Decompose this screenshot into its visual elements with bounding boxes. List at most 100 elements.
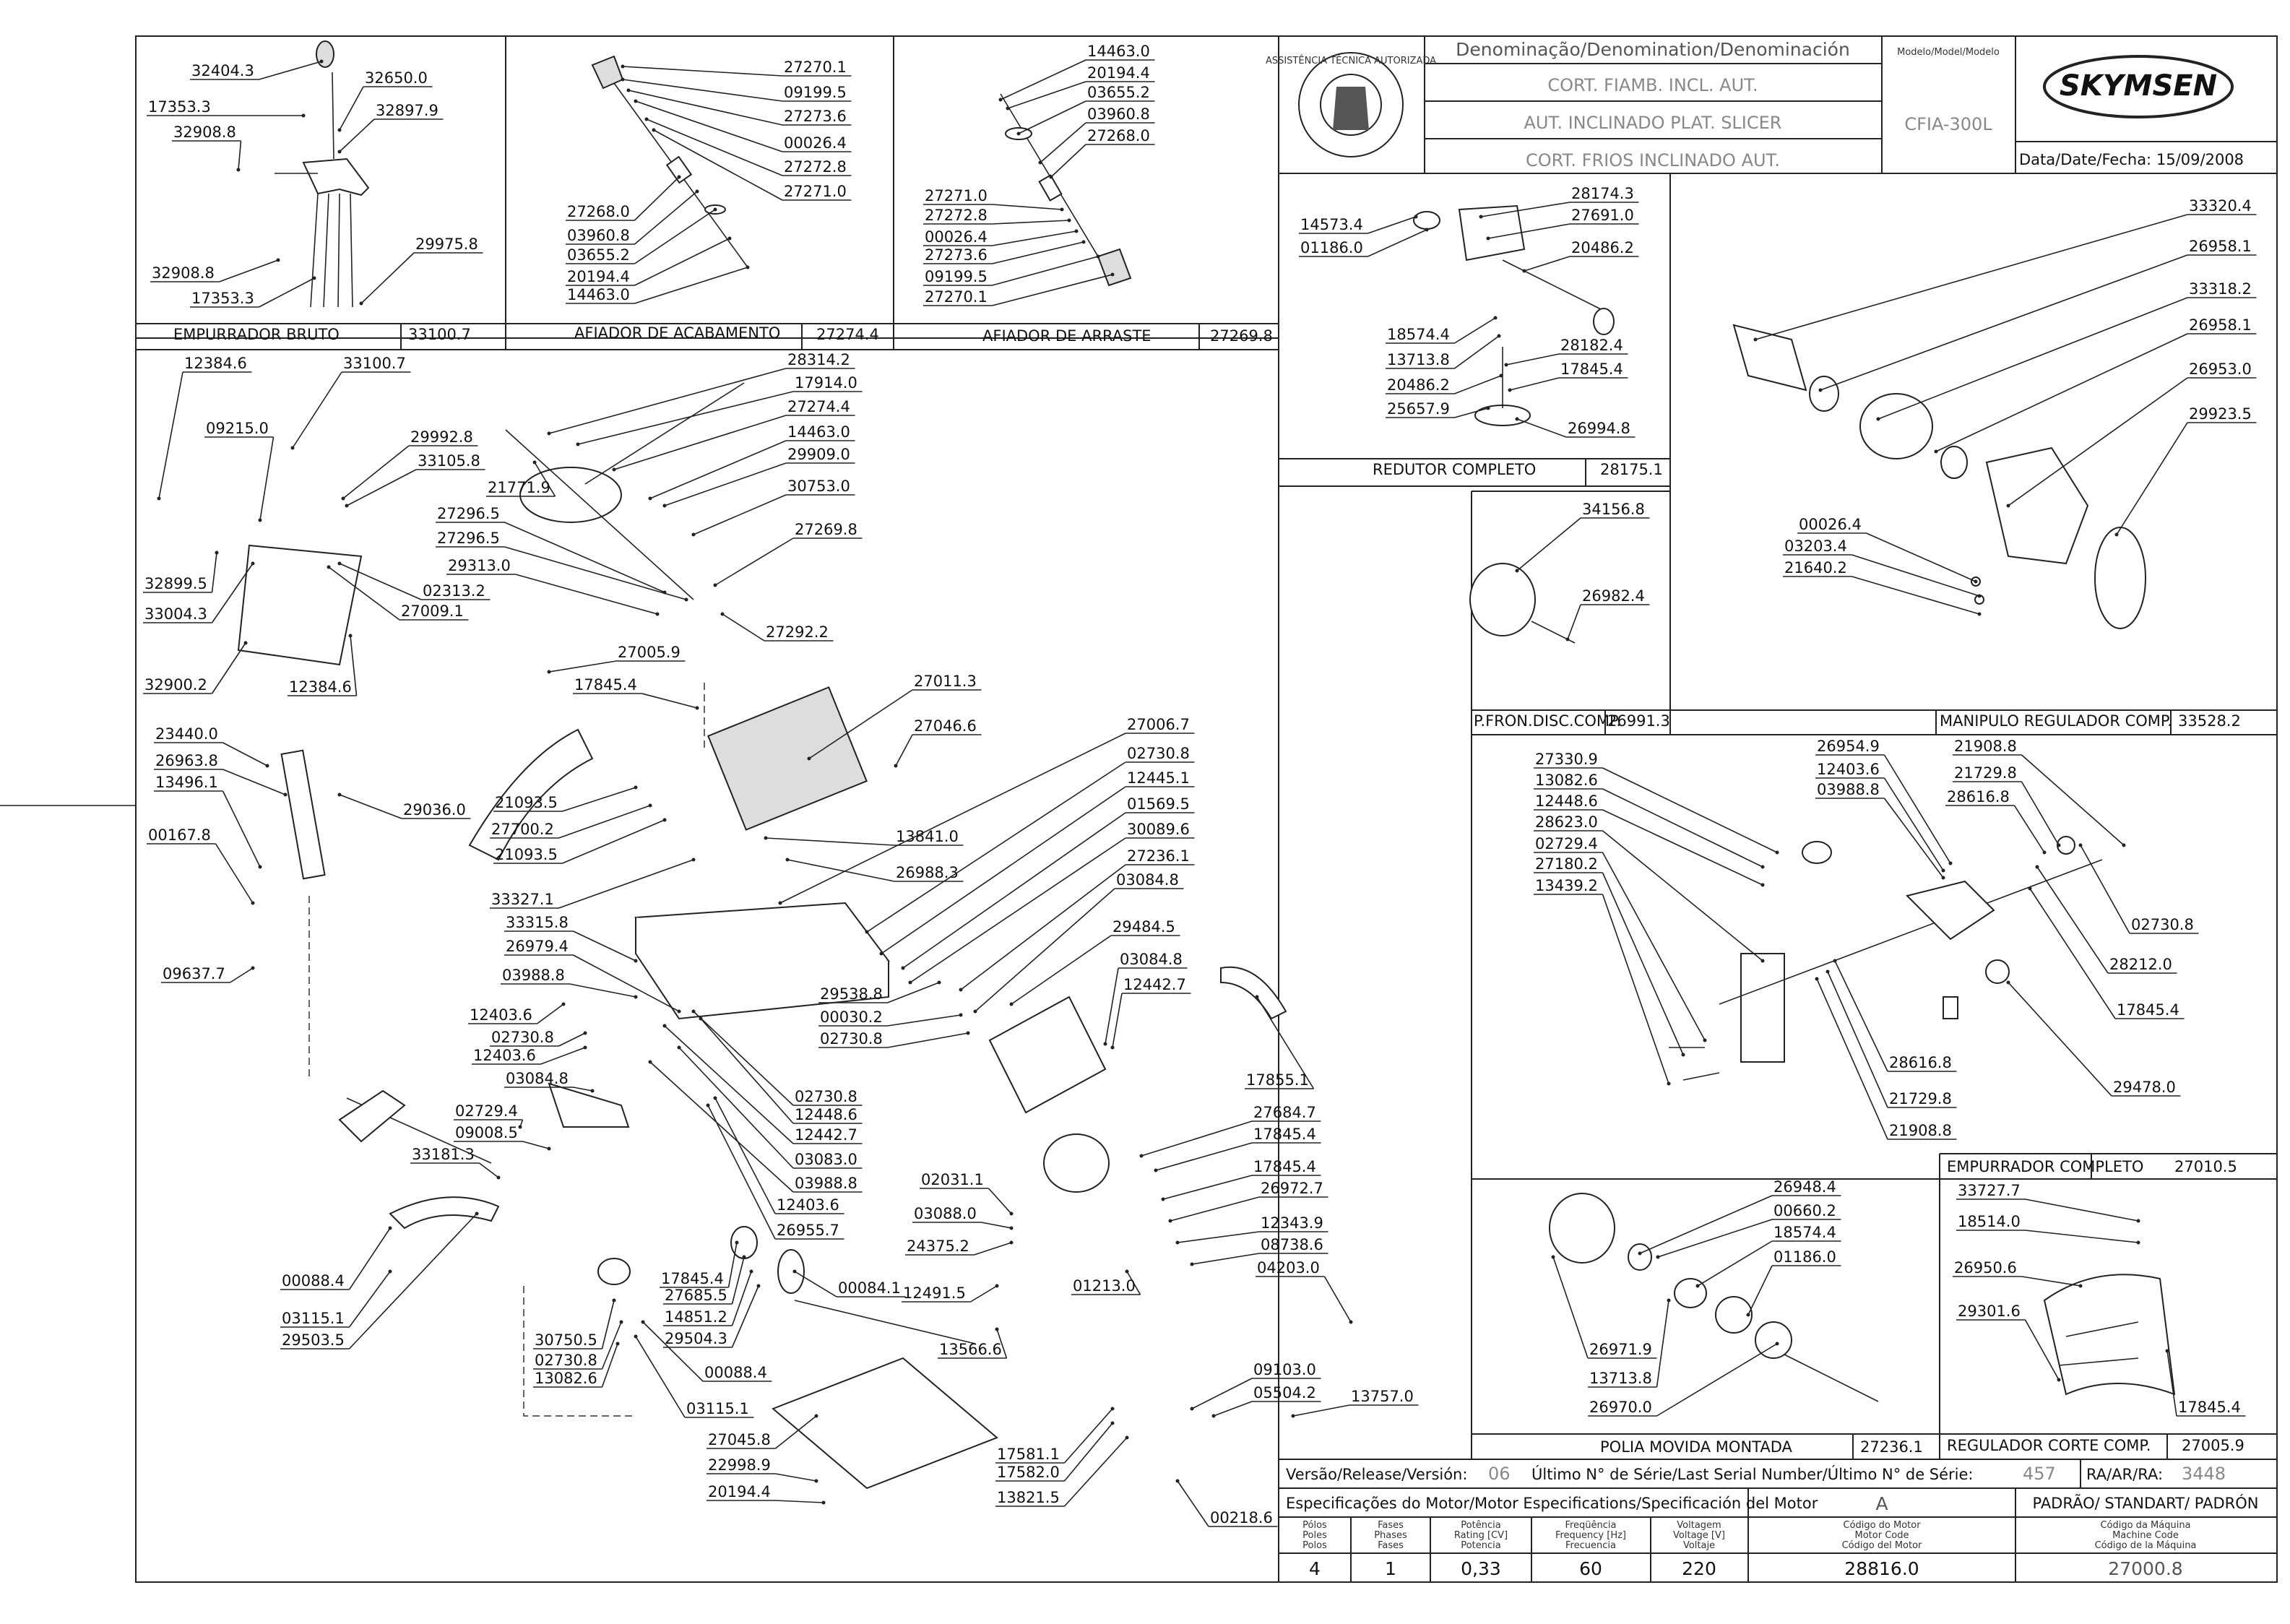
- part-callout[interactable]: 02730.8: [691, 1009, 863, 1106]
- part-callout[interactable]: 03960.8: [1038, 105, 1155, 165]
- part-callout[interactable]: 03988.8: [501, 967, 638, 999]
- part-callout[interactable]: 08738.6: [1190, 1236, 1328, 1266]
- part-callout[interactable]: 20194.4: [566, 236, 732, 286]
- part-callout[interactable]: 33318.2: [1876, 280, 2257, 421]
- part-callout[interactable]: 29503.5: [280, 1211, 479, 1349]
- part-callout[interactable]: 13713.8: [1588, 1298, 1671, 1388]
- part-callout[interactable]: 02730.8: [865, 745, 1195, 934]
- part-callout[interactable]: 30750.5: [533, 1298, 616, 1349]
- part-callout[interactable]: 29992.8: [341, 428, 478, 501]
- part-callout[interactable]: 00218.6: [1175, 1479, 1278, 1527]
- part-callout[interactable]: 27296.5: [436, 530, 688, 602]
- part-callout[interactable]: 03203.4: [1783, 537, 1982, 598]
- part-callout[interactable]: 13496.1: [154, 774, 262, 869]
- part-callout[interactable]: 14573.4: [1299, 215, 1418, 234]
- part-callout[interactable]: 22998.9: [707, 1456, 818, 1483]
- part-callout[interactable]: 02729.4: [1534, 835, 1707, 1042]
- part-callout[interactable]: 26958.1: [1818, 238, 2257, 392]
- part-callout[interactable]: 33100.7: [290, 355, 411, 450]
- part-callout[interactable]: 17914.0: [576, 374, 863, 446]
- part-callout[interactable]: 12384.6: [288, 634, 358, 696]
- part-callout[interactable]: 13082.6: [1534, 772, 1765, 869]
- part-callout[interactable]: 27005.9: [547, 644, 686, 674]
- part-callout[interactable]: 21771.9: [486, 460, 556, 497]
- part-callout[interactable]: 33727.7: [1956, 1182, 2140, 1223]
- part-callout[interactable]: 04203.0: [1256, 1259, 1353, 1324]
- part-callout[interactable]: 03083.0: [677, 1045, 863, 1169]
- part-callout[interactable]: 27273.6: [626, 88, 852, 126]
- part-callout[interactable]: 26979.4: [504, 938, 681, 1014]
- part-callout[interactable]: 27011.3: [807, 673, 982, 761]
- part-callout[interactable]: 14463.0: [648, 423, 855, 501]
- part-callout[interactable]: 09199.5: [621, 77, 852, 102]
- part-callout[interactable]: 26955.7: [706, 1103, 844, 1240]
- part-callout[interactable]: 29478.0: [2006, 980, 2181, 1097]
- part-callout[interactable]: 29909.0: [662, 446, 855, 508]
- part-callout[interactable]: 33181.3: [410, 1146, 501, 1180]
- part-callout[interactable]: 24375.2: [905, 1238, 1014, 1256]
- part-callout[interactable]: 30753.0: [691, 478, 855, 537]
- part-callout[interactable]: 13841.0: [764, 828, 964, 846]
- part-callout[interactable]: 28623.0: [1534, 813, 1765, 963]
- part-callout[interactable]: 29301.6: [1956, 1303, 2061, 1382]
- part-callout[interactable]: 03988.8: [648, 1060, 863, 1193]
- part-callout[interactable]: 29036.0: [337, 792, 471, 819]
- part-callout[interactable]: 27045.8: [707, 1414, 818, 1449]
- part-callout[interactable]: 03988.8: [1815, 781, 1945, 880]
- part-callout[interactable]: 03655.2: [566, 207, 717, 264]
- part-callout[interactable]: 09199.5: [923, 254, 1100, 286]
- part-callout[interactable]: 03115.1: [280, 1269, 392, 1328]
- part-callout[interactable]: 02730.8: [818, 1030, 970, 1048]
- part-callout[interactable]: 17845.4: [1508, 360, 1628, 392]
- part-callout[interactable]: 27296.5: [436, 505, 667, 595]
- part-callout[interactable]: 17845.4: [1161, 1158, 1321, 1201]
- part-callout[interactable]: 09008.5: [454, 1124, 551, 1151]
- part-callout[interactable]: 33004.3: [143, 561, 255, 623]
- part-callout[interactable]: 27268.0: [566, 175, 681, 221]
- part-callout[interactable]: 27685.5: [663, 1255, 746, 1305]
- part-callout[interactable]: 02031.1: [920, 1171, 1014, 1216]
- part-callout[interactable]: 12343.9: [1175, 1214, 1328, 1245]
- part-callout[interactable]: 17845.4: [573, 676, 699, 710]
- part-callout[interactable]: 29504.3: [663, 1284, 761, 1348]
- part-callout[interactable]: 13757.0: [1291, 1388, 1419, 1418]
- part-callout[interactable]: 21908.8: [1815, 977, 1957, 1140]
- part-callout[interactable]: 26994.8: [1515, 417, 1636, 438]
- part-callout[interactable]: 27009.1: [327, 565, 469, 621]
- part-callout[interactable]: 23440.0: [154, 725, 269, 768]
- part-callout[interactable]: 12403.6: [1815, 761, 1945, 873]
- part-callout[interactable]: 13439.2: [1534, 877, 1671, 1086]
- part-callout[interactable]: 14463.0: [998, 43, 1155, 102]
- part-callout[interactable]: 28616.8: [1833, 959, 1957, 1072]
- part-callout[interactable]: 14463.0: [566, 265, 750, 304]
- part-callout[interactable]: 26950.6: [1953, 1259, 2083, 1288]
- part-callout[interactable]: 25657.9: [1386, 400, 1490, 418]
- part-callout[interactable]: 26954.9: [1815, 738, 1953, 865]
- part-callout[interactable]: 26972.7: [1168, 1180, 1328, 1223]
- part-callout[interactable]: 30089.6: [908, 821, 1195, 985]
- part-callout[interactable]: 01569.5: [901, 795, 1195, 970]
- part-callout[interactable]: 13713.8: [1386, 334, 1501, 369]
- part-callout[interactable]: 17855.1: [1245, 995, 1315, 1089]
- part-callout[interactable]: 17845.4: [2028, 886, 2185, 1019]
- part-callout[interactable]: 20486.2: [1386, 373, 1503, 394]
- part-callout[interactable]: 02313.2: [337, 561, 491, 600]
- part-callout[interactable]: 21093.5: [493, 785, 638, 812]
- part-callout[interactable]: 12403.6: [472, 1045, 587, 1065]
- part-callout[interactable]: 03115.1: [634, 1334, 754, 1418]
- part-callout[interactable]: 17582.0: [995, 1421, 1115, 1482]
- part-callout[interactable]: 32908.8: [150, 258, 280, 282]
- part-callout[interactable]: 27269.8: [713, 521, 863, 587]
- part-callout[interactable]: 01186.0: [1299, 228, 1429, 257]
- part-callout[interactable]: 21729.8: [1953, 764, 2061, 847]
- part-callout[interactable]: 09637.7: [161, 965, 255, 983]
- part-callout[interactable]: 00084.1: [792, 1269, 906, 1297]
- part-callout[interactable]: 02730.8: [533, 1320, 623, 1370]
- part-callout[interactable]: 29484.5: [1009, 918, 1180, 1006]
- part-callout[interactable]: 03084.8: [504, 1070, 595, 1093]
- part-callout[interactable]: 27274.4: [612, 398, 855, 472]
- part-callout[interactable]: 00030.2: [818, 1008, 963, 1027]
- part-callout[interactable]: 32899.5: [143, 550, 219, 593]
- part-callout[interactable]: 09215.0: [204, 420, 275, 522]
- part-callout[interactable]: 03655.2: [1016, 84, 1155, 136]
